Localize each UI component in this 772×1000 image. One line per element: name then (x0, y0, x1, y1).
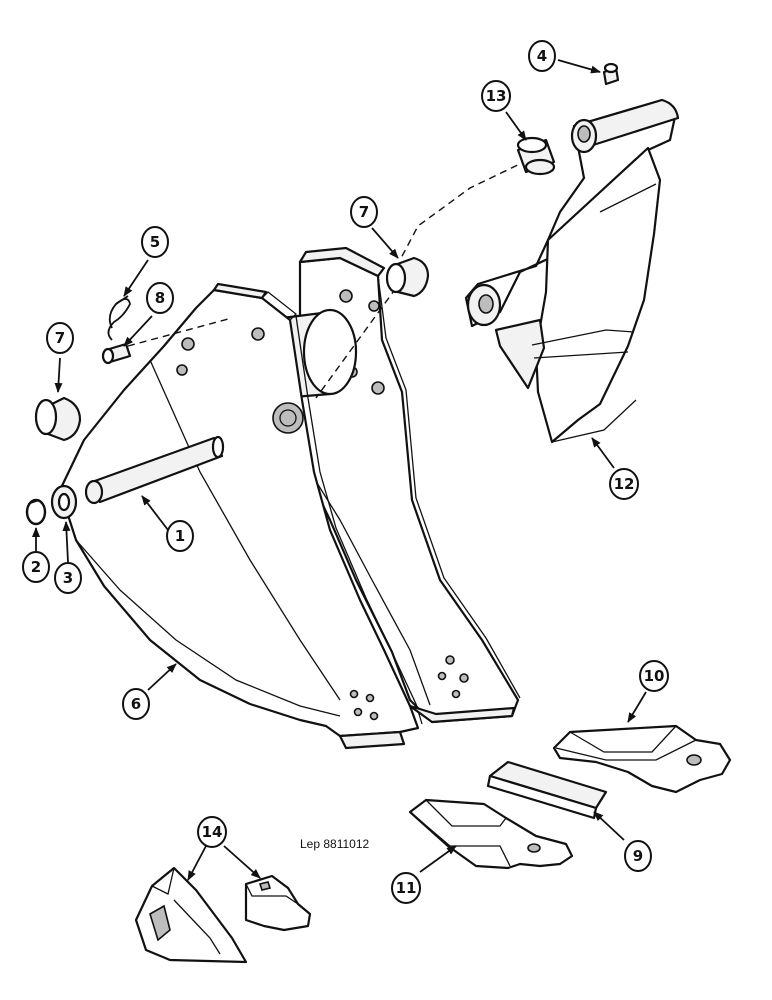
leader-arrows (32, 59, 647, 881)
callout-9: 9 (624, 840, 652, 872)
arrow-3 (62, 521, 71, 563)
arrow-14a (187, 845, 207, 881)
arrow-8 (123, 315, 153, 347)
side-cutter-part-right (244, 874, 312, 932)
callout-7b: 7 (350, 196, 378, 228)
svg-text:2: 2 (31, 558, 41, 576)
svg-text:7: 7 (359, 203, 369, 221)
tooth-tip-part-11 (408, 798, 574, 870)
svg-text:3: 3 (63, 569, 73, 587)
r-clip-part (107, 295, 131, 341)
bushing-part-left (34, 396, 82, 442)
svg-text:1: 1 (175, 527, 185, 545)
callout-8: 8 (146, 282, 174, 314)
callout-7a: 7 (46, 322, 74, 354)
arrow-6 (147, 663, 177, 691)
washer-part (50, 484, 78, 520)
drawing-reference: Lep 8811012 (300, 837, 370, 851)
svg-text:5: 5 (150, 233, 160, 251)
grease-fitting-part (602, 62, 620, 86)
arrow-14b (223, 845, 261, 879)
svg-text:4: 4 (537, 47, 547, 65)
assembly-line-bushing (315, 287, 397, 399)
svg-text:11: 11 (396, 879, 417, 897)
callout-2: 2 (22, 551, 50, 583)
arrow-12 (591, 437, 615, 469)
callout-5: 5 (141, 226, 169, 258)
callout-13: 13 (481, 80, 511, 112)
assembly-line-pin-8 (127, 317, 233, 347)
sleeve-part (516, 136, 556, 176)
svg-text:7: 7 (55, 329, 65, 347)
pin-part (84, 435, 225, 505)
arrow-10 (627, 691, 647, 723)
svg-text:12: 12 (614, 475, 635, 493)
svg-text:8: 8 (155, 289, 165, 307)
ripper-body (58, 246, 521, 750)
callout-1: 1 (166, 520, 194, 552)
callout-10: 10 (639, 660, 669, 692)
callout-12: 12 (609, 468, 639, 500)
callout-3: 3 (54, 562, 82, 594)
arrow-5 (123, 259, 149, 297)
bushing-part-right (385, 256, 430, 298)
callout-6: 6 (122, 688, 150, 720)
side-cutter-part-left (134, 866, 248, 964)
tooth-tip-part-10 (552, 724, 732, 794)
small-pin-part (101, 342, 132, 365)
svg-text:10: 10 (644, 667, 665, 685)
callout-4: 4 (528, 40, 556, 72)
assembly-line-13 (399, 159, 529, 261)
arrow-9 (593, 811, 625, 841)
callout-14: 14 (197, 816, 227, 848)
arrow-7b (371, 227, 399, 259)
circlip-part (25, 498, 47, 526)
arrow-7a (54, 357, 63, 393)
arrow-4 (557, 59, 601, 74)
svg-text:9: 9 (633, 847, 643, 865)
arrow-13 (505, 111, 527, 141)
arrow-11 (419, 845, 457, 873)
wear-plate-part (486, 760, 608, 820)
svg-text:14: 14 (202, 823, 223, 841)
svg-text:13: 13 (486, 87, 507, 105)
svg-text:6: 6 (131, 695, 141, 713)
shank-part (464, 98, 680, 444)
callout-11: 11 (391, 872, 421, 904)
arrow-1 (141, 495, 169, 531)
